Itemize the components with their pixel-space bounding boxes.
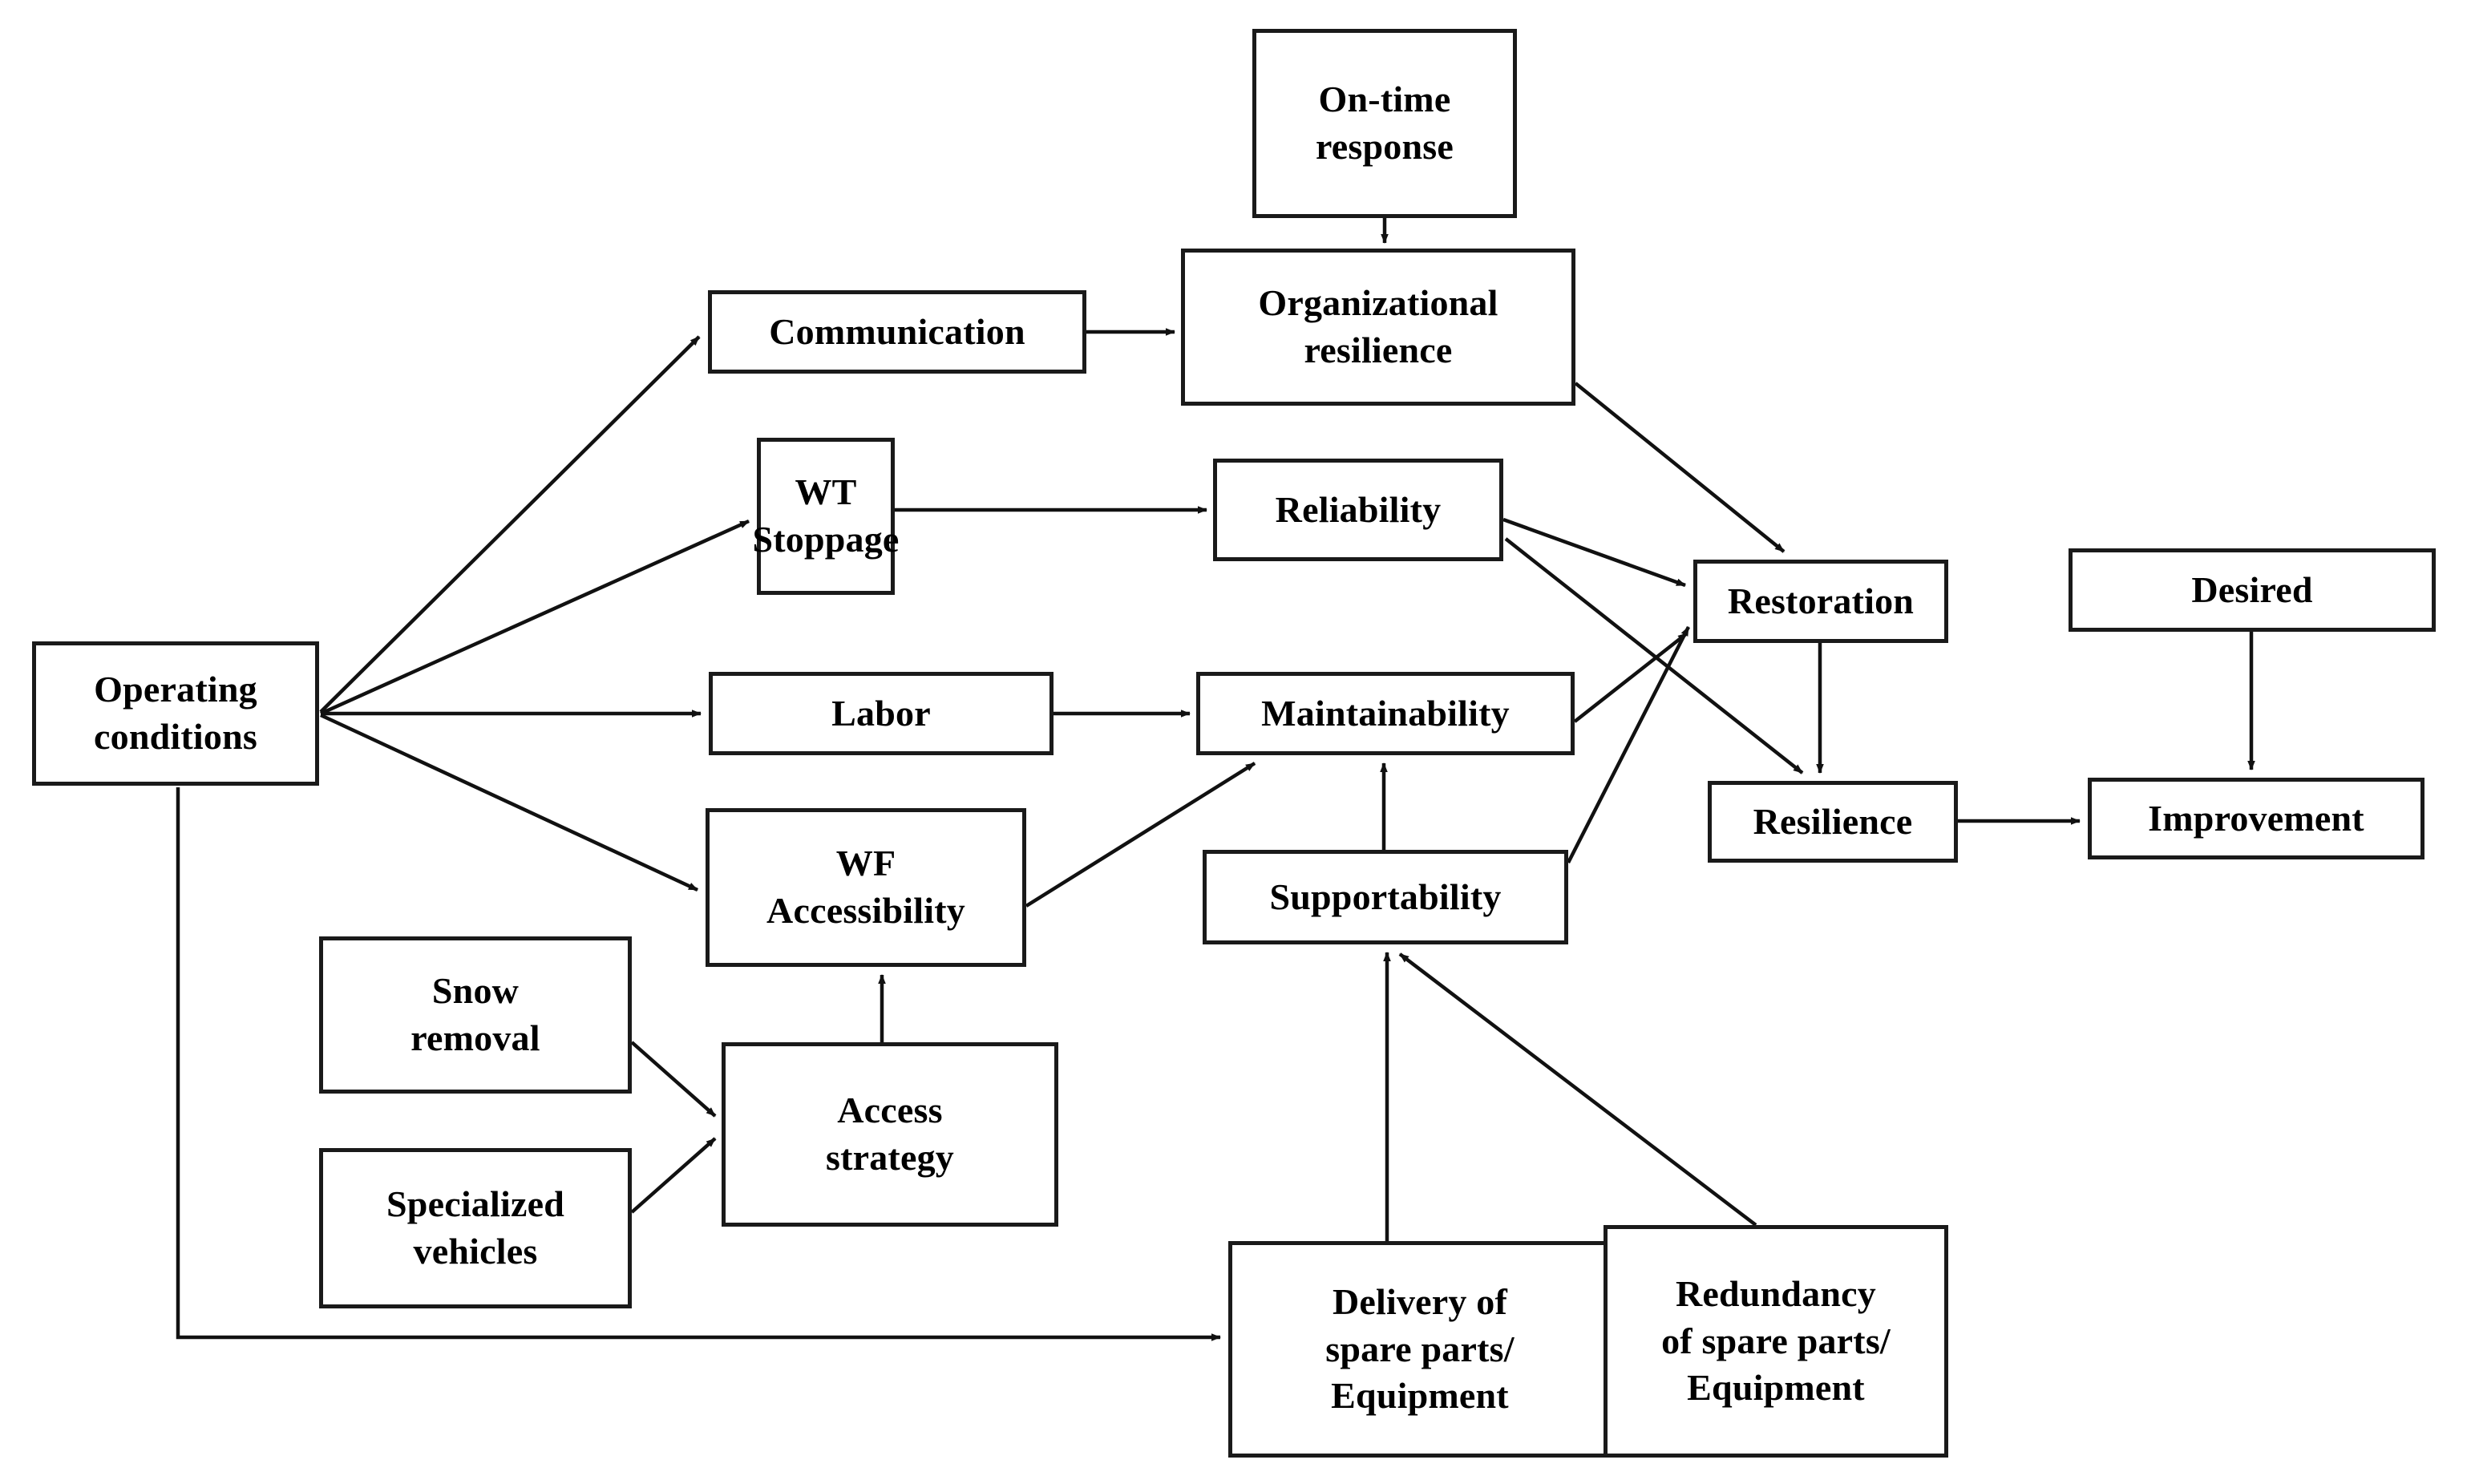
node-label: WT Stoppage	[752, 471, 900, 560]
edge-reliability-to-restoration	[1502, 517, 1686, 588]
node-label: Improvement	[2148, 797, 2364, 839]
node-maintainability[interactable]: Maintainability	[1196, 672, 1575, 755]
node-label: Delivery of spare parts/ Equipment	[1325, 1280, 1515, 1417]
edge-operating-to-delivery	[176, 787, 1221, 1341]
node-label: Reliability	[1275, 488, 1442, 530]
node-label: Snow removal	[410, 970, 540, 1058]
node-access-strategy[interactable]: Access strategy	[722, 1042, 1058, 1227]
edge-specialized-vehicles-to-access-strategy	[630, 1137, 717, 1214]
node-label: Desired	[2191, 568, 2313, 610]
node-label: Maintainability	[1261, 692, 1510, 734]
edge-operating-to-wf-accessibility	[320, 713, 698, 892]
edge-operating-to-wt-stoppage	[320, 519, 750, 716]
edge-redundancy-to-supportability	[1398, 952, 1757, 1227]
node-restoration[interactable]: Restoration	[1693, 560, 1948, 643]
node-desired[interactable]: Desired	[2069, 548, 2436, 632]
node-organizational-resilience[interactable]: Organizational resilience	[1181, 249, 1575, 406]
node-supportability[interactable]: Supportability	[1203, 850, 1568, 944]
node-label: Restoration	[1727, 580, 1915, 621]
node-operating-conditions[interactable]: Operating conditions	[32, 641, 319, 786]
node-label: Redundancy of spare parts/ Equipment	[1661, 1272, 1891, 1409]
node-labor[interactable]: Labor	[709, 672, 1054, 755]
edge-snow-removal-to-access-strategy	[630, 1041, 717, 1118]
node-label: WF Accessibility	[766, 843, 965, 931]
node-communication[interactable]: Communication	[708, 290, 1086, 374]
node-label: Access strategy	[826, 1090, 954, 1178]
node-on-time-response[interactable]: On-time response	[1252, 29, 1517, 218]
node-specialized-vehicles[interactable]: Specialized vehicles	[319, 1148, 632, 1308]
node-resilience[interactable]: Resilience	[1708, 781, 1958, 863]
node-label: Specialized vehicles	[386, 1183, 564, 1272]
node-label: Operating conditions	[94, 669, 257, 757]
node-improvement[interactable]: Improvement	[2088, 778, 2424, 859]
edge-maintainability-to-restoration	[1573, 632, 1688, 723]
node-label: Supportability	[1269, 875, 1502, 917]
edge-wf-accessibility-to-maintainability	[1025, 762, 1256, 908]
node-label: Communication	[769, 310, 1025, 352]
edge-organizational-to-restoration	[1574, 382, 1786, 553]
node-label: Resilience	[1753, 800, 1913, 842]
node-label: Labor	[831, 692, 931, 734]
node-label: On-time response	[1316, 79, 1454, 167]
node-reliability[interactable]: Reliability	[1213, 459, 1503, 561]
node-label: Organizational resilience	[1258, 282, 1498, 370]
node-snow-removal[interactable]: Snow removal	[319, 936, 632, 1094]
edge-supportability-to-restoration	[1566, 625, 1691, 864]
node-delivery-of-spare-parts[interactable]: Delivery of spare parts/ Equipment	[1228, 1241, 1612, 1458]
node-wt-stoppage[interactable]: WT Stoppage	[752, 438, 899, 595]
edge-reliability-to-resilience	[1504, 537, 1804, 774]
edge-operating-to-communication	[319, 335, 701, 714]
node-wf-accessibility[interactable]: WF Accessibility	[706, 808, 1026, 967]
node-redundancy-of-spare-parts[interactable]: Redundancy of spare parts/ Equipment	[1604, 1225, 1948, 1458]
